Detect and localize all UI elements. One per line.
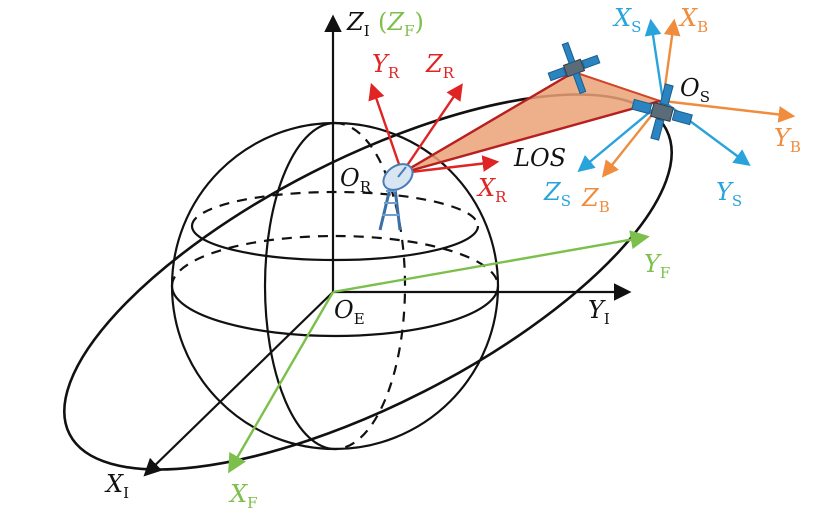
y-body-label: YB [774,124,801,156]
x-sat-axis [644,18,665,102]
x-body-label: XB [678,4,708,36]
equator-back [170,234,500,287]
y-radar-label: YR [372,50,400,82]
orbit-ellipse [63,93,673,471]
x-radar-label: XR [476,174,507,206]
radar-axes [368,82,500,175]
x-sat-label: XS [612,4,641,36]
equator-front [170,285,500,338]
radar-antenna-icon [378,163,414,231]
y-fixed-label: YF [644,250,670,282]
los-label: LOS [513,144,566,172]
fixed-axes [228,230,650,474]
meridian-back [334,121,407,451]
los-lines [401,70,661,175]
x-radar-axis [401,155,500,175]
y-sat-label: YS [716,178,742,210]
y-body-axis [662,99,796,123]
y-inertial-label: YI [588,296,610,328]
inertial-axes [143,14,632,477]
z-inertial-label: ZI [346,8,370,40]
z-radar-axis [401,83,463,174]
z-fixed-label: (ZF) [378,8,424,40]
los-line-1 [401,70,575,175]
meridian-front [263,121,336,451]
satellite-icon-os [631,83,693,141]
x-inertial-axis [143,291,334,477]
z-body-label: ZB [581,184,610,216]
x-fixed-axis [228,291,335,474]
y-fixed-axis [332,230,650,294]
z-sat-label: ZS [543,178,571,210]
earth-origin-label: OE [334,296,365,328]
satellite-icon [547,41,601,95]
earth-sphere [170,121,500,451]
los-line-2 [401,99,661,175]
latitude-front [190,225,480,262]
latitude-back [190,190,480,227]
radar-origin-label: OR [340,164,372,196]
sat-origin-label: OS [680,74,710,106]
y-radar-axis [368,82,404,174]
x-inertial-label: XI [104,470,129,502]
x-fixed-label: XF [228,480,258,512]
z-radar-label: ZR [425,50,455,82]
